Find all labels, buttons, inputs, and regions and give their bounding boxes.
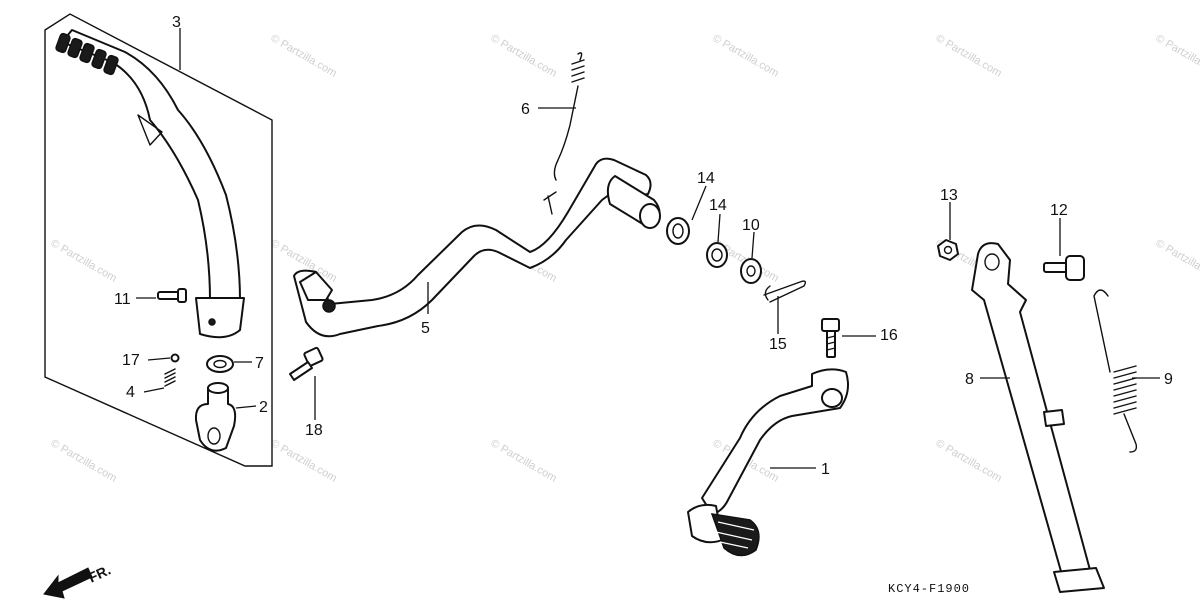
watermark: © Partzilla.com <box>49 437 119 484</box>
brake-pedal <box>294 159 660 337</box>
watermark: © Partzilla.com <box>49 237 119 284</box>
callout-2: 2 <box>259 399 268 416</box>
front-direction-indicator: FR. <box>44 562 113 598</box>
diagram-code: KCY4-F1900 <box>888 582 970 596</box>
callout-13: 13 <box>940 187 958 204</box>
callout-14-b: 14 <box>709 197 727 214</box>
kickstarter-arm <box>55 30 244 337</box>
bolt-16 <box>822 319 839 357</box>
callout-3: 3 <box>172 14 181 31</box>
watermark: © Partzilla.com <box>711 32 781 79</box>
watermark: © Partzilla.com <box>934 437 1004 484</box>
front-label: FR. <box>86 562 113 586</box>
callout-17: 17 <box>122 352 140 369</box>
front-arrow-icon <box>44 568 92 598</box>
callout-8: 8 <box>965 371 974 388</box>
washer-14a <box>667 218 689 244</box>
watermark: © Partzilla.com <box>269 32 339 79</box>
callout-15: 15 <box>769 336 787 353</box>
callout-10: 10 <box>742 217 760 234</box>
cotter-pin-15 <box>764 281 805 302</box>
callout-14-a: 14 <box>697 170 715 187</box>
callout-12: 12 <box>1050 202 1068 219</box>
callout-7: 7 <box>255 355 264 372</box>
callout-1: 1 <box>821 461 830 478</box>
watermark: © Partzilla.com <box>489 437 559 484</box>
seal-7 <box>207 356 233 372</box>
callout-4: 4 <box>126 384 135 401</box>
washer-14b <box>707 243 727 267</box>
callout-9: 9 <box>1164 371 1173 388</box>
callout-6: 6 <box>521 101 530 118</box>
watermark: © Partzilla.com <box>1154 32 1200 79</box>
washer-10 <box>741 259 761 283</box>
spring-4 <box>165 369 175 386</box>
side-stand <box>972 243 1104 592</box>
watermark: © Partzilla.com <box>489 32 559 79</box>
bolt-11 <box>158 289 186 302</box>
callout-5: 5 <box>421 320 430 337</box>
watermark: © Partzilla.com <box>934 32 1004 79</box>
pivot-bolt-12 <box>1044 256 1084 280</box>
bolt-18 <box>290 347 323 380</box>
nut-13 <box>938 240 958 260</box>
callout-18: 18 <box>305 422 323 439</box>
watermark: © Partzilla.com <box>269 437 339 484</box>
callout-16: 16 <box>880 327 898 344</box>
callout-11: 11 <box>114 291 131 308</box>
ball-17 <box>172 355 179 362</box>
watermark: © Partzilla.com <box>1154 237 1200 284</box>
spring-6 <box>554 53 584 180</box>
spring-9 <box>1094 290 1136 452</box>
joint-2 <box>196 383 235 451</box>
